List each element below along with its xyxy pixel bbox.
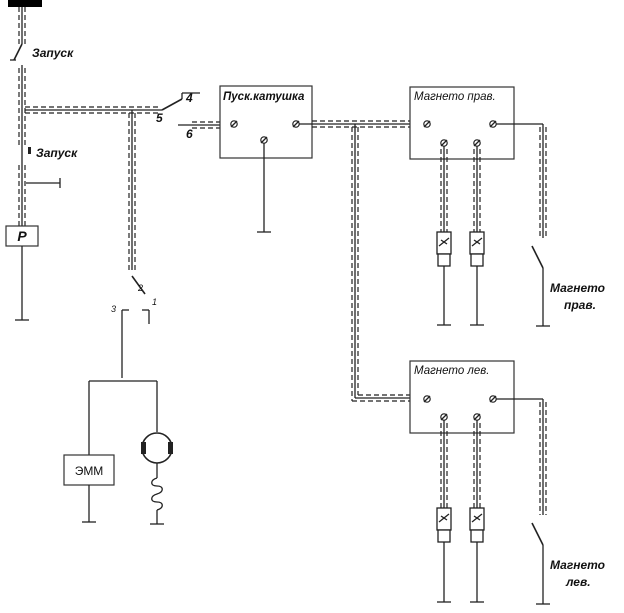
terminal-6-label: 6	[186, 127, 193, 141]
magneto-left-switch-wire	[496, 398, 550, 605]
switch-terminal-2-label: 2	[137, 283, 143, 293]
start-button-mid-label: Запуск	[36, 146, 78, 160]
motor-switch-contacts	[121, 309, 150, 378]
branch-to-motor-switch	[128, 110, 146, 295]
start-switch-top	[10, 43, 23, 61]
emm-label: ЭММ	[75, 464, 104, 478]
left-wire-segment-3	[18, 162, 61, 226]
magneto-left-label: Магнето лев.	[414, 365, 490, 377]
relay-ground	[15, 246, 29, 321]
switch-terminal-3-label: 3	[111, 304, 116, 314]
start-switch-top-label: Запуск	[32, 46, 74, 60]
start-coil-ground	[257, 143, 271, 233]
switch-terminal-1-label: 1	[152, 297, 157, 307]
power-bus-bar	[8, 0, 42, 7]
start-coil-label: Пуск.катушка	[223, 91, 305, 103]
emm-box	[63, 454, 115, 486]
spark-plug-left-2	[469, 507, 485, 603]
magneto-right-switch-wire	[496, 123, 550, 327]
start-coil-terminals	[230, 120, 300, 144]
magneto-right-plug-leads	[440, 146, 481, 232]
wire-to-start-coil	[25, 106, 162, 114]
start-button-mid	[21, 147, 31, 162]
magneto-left-switch-label-1: Магнето	[550, 558, 605, 572]
electric-motor	[141, 432, 173, 525]
terminal-4-label: 4	[185, 91, 193, 105]
magneto-left-box	[409, 360, 515, 434]
spark-plug-right-1	[436, 231, 452, 326]
spark-plug-right-2	[469, 231, 485, 326]
magneto-right-terminals	[423, 120, 497, 147]
left-main-wire	[18, 7, 26, 44]
spark-plug-left-1	[436, 507, 452, 603]
relay-label: Р	[17, 228, 27, 244]
motor-feed-wires	[88, 380, 158, 455]
magneto-right-label: Магнето прав.	[414, 91, 496, 103]
magneto-right-switch-label-2: прав.	[564, 298, 596, 312]
magneto-left-plug-leads	[440, 420, 481, 508]
start-coil-switch	[161, 92, 222, 129]
terminal-5-label: 5	[156, 111, 163, 125]
emm-ground	[82, 485, 96, 523]
magneto-left-terminals	[423, 395, 497, 421]
magneto-right-switch-label-1: Магнето	[550, 281, 605, 295]
wire-junction-to-magneto-left	[351, 124, 412, 402]
magneto-left-switch-label-2: лев.	[565, 575, 591, 589]
left-wire-segment-2	[18, 65, 26, 148]
